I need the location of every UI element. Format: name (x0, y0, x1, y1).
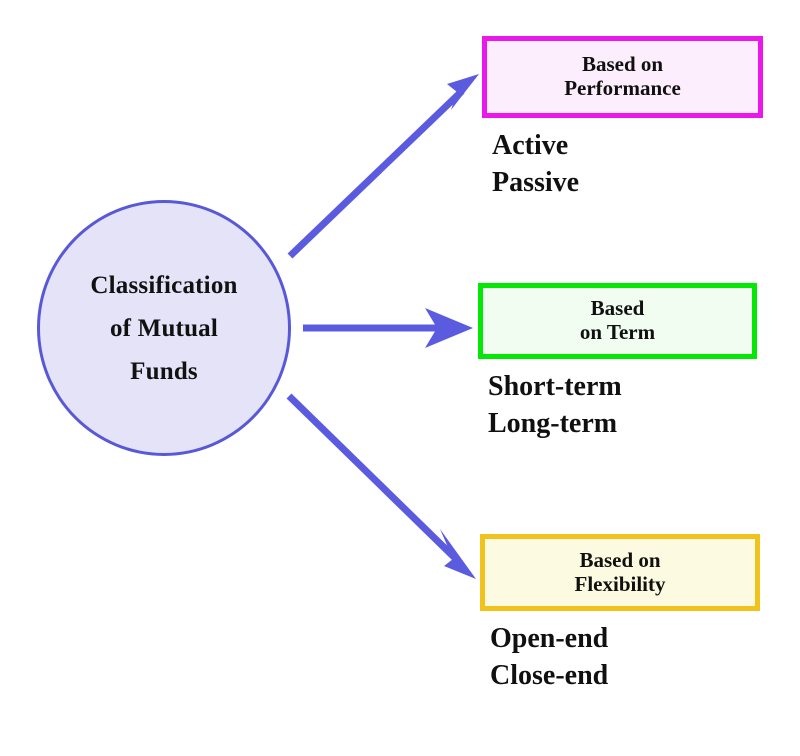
branch-box-term-line-1: Based (590, 296, 645, 321)
branch-item-short-term: Short-term (488, 371, 622, 402)
branch-item-close-end: Close-end (490, 659, 609, 691)
arrow-to-term (303, 308, 473, 348)
branch-box-performance-line-1: Based on (581, 52, 664, 77)
branch-box-flexibility-line-1: Based on (579, 547, 661, 572)
branch-box-flexibility[interactable]: Based on Flexibility (480, 534, 760, 611)
arrow-to-performance (287, 74, 479, 259)
central-node-line-2: of Mutual (109, 314, 219, 342)
central-node[interactable]: Classification of Mutual Funds (37, 200, 291, 456)
branch-item-long-term: Long-term (488, 407, 618, 439)
central-node-line-3: Funds (130, 357, 198, 385)
branch-items-flexibility: Open-end Close-end (480, 621, 760, 695)
branch-box-flexibility-line-2: Flexibility (574, 571, 666, 596)
branch-item-passive: Passive (492, 166, 580, 198)
branch-box-performance-line-2: Performance (564, 76, 681, 100)
branch-term: Based on Term Short-term Long-term (478, 283, 757, 443)
branch-item-active: Active (492, 130, 569, 161)
branch-flexibility: Based on Flexibility Open-end Close-end (480, 534, 760, 695)
branch-performance: Based on Performance Active Passive (482, 36, 763, 202)
branch-items-term: Short-term Long-term (478, 369, 757, 443)
branch-item-open-end: Open-end (490, 623, 609, 654)
central-node-line-1: Classification (90, 271, 238, 299)
branch-box-term[interactable]: Based on Term (478, 283, 757, 359)
arrow-to-flexibility (286, 393, 476, 579)
branch-items-performance: Active Passive (482, 128, 763, 202)
branch-box-performance[interactable]: Based on Performance (482, 36, 763, 118)
branch-box-term-line-2: on Term (579, 320, 656, 344)
